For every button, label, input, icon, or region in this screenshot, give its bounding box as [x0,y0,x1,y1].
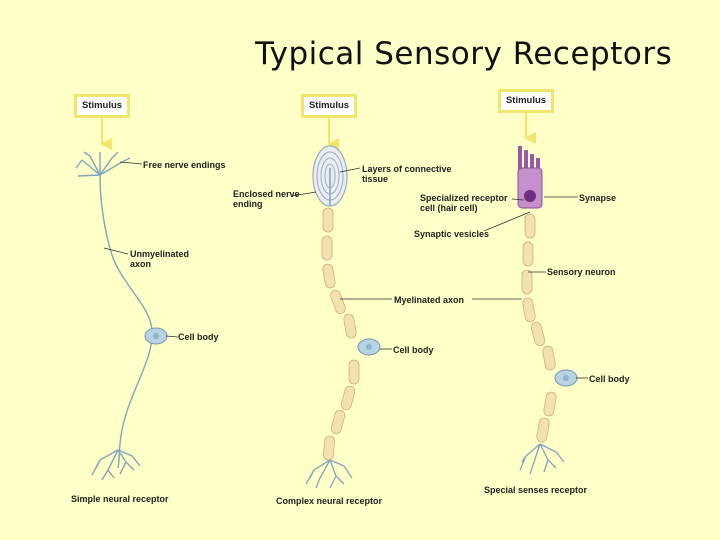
complex-myelin [321,207,360,461]
complex-dendrites [305,459,353,489]
caption-special: Special senses receptor [484,485,588,495]
label-tissue: tissue [362,174,389,184]
label-cell-body-simple: Cell body [178,332,219,342]
label-myelinated-axon: Myelinated axon [394,295,465,305]
label-hair-cell: cell (hair cell) [420,203,478,213]
label-unmyelinated: Unmyelinated [130,249,190,259]
stimulus-box-special: Stimulus [498,89,554,113]
label-sensory-neuron: Sensory neuron [547,267,616,277]
label-ending: ending [233,199,263,209]
stimulus-box-complex: Stimulus [301,94,357,118]
page-title: Typical Sensory Receptors [255,36,673,72]
caption-complex: Complex neural receptor [276,496,383,506]
complex-corpuscle [312,145,348,207]
hair-cell [517,146,543,209]
label-enclosed-nerve: Enclosed nerve [233,189,300,199]
label-synapse: Synapse [579,193,617,203]
label-cell-body-complex: Cell body [393,345,434,355]
label-specialized-receptor: Specialized receptor [420,193,508,203]
special-dendrites [519,443,565,475]
label-free-nerve-endings: Free nerve endings [143,160,226,170]
label-cell-body-special: Cell body [589,374,630,384]
stimulus-box-simple: Stimulus [74,94,130,118]
special-myelin [521,213,557,443]
label-connective-tissue: Layers of connective [362,164,452,174]
label-axon: axon [130,259,152,269]
label-synaptic-vesicles: Synaptic vesicles [414,229,490,239]
caption-simple: Simple neural receptor [71,494,169,504]
simple-neuron [75,151,153,481]
